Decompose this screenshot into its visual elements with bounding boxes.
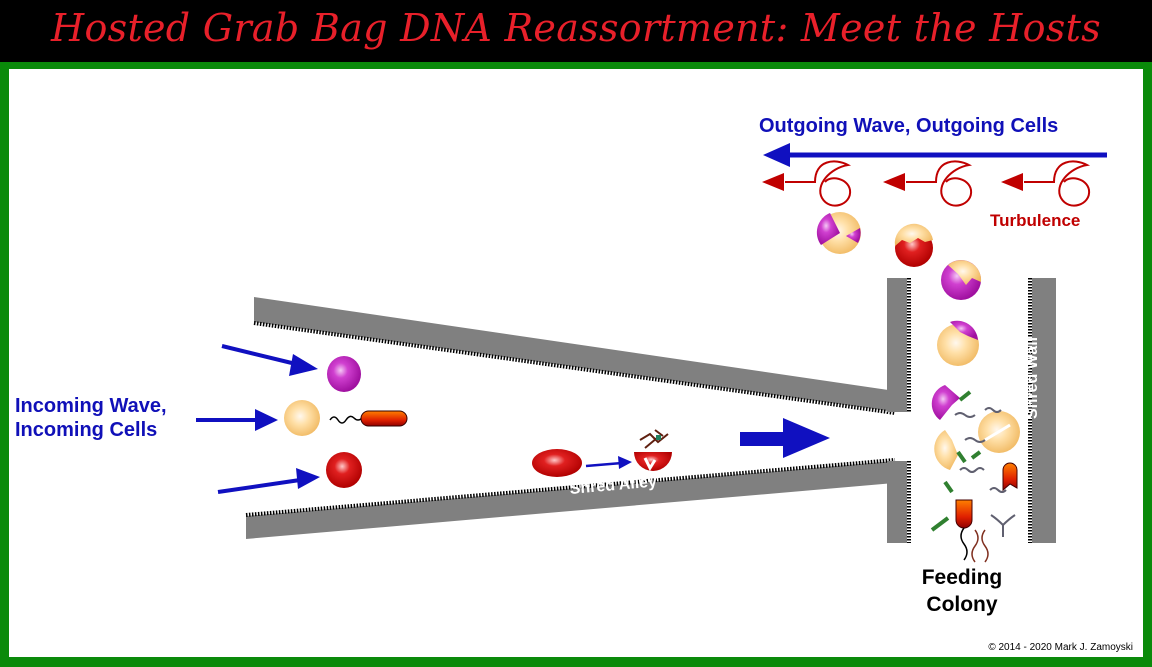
broken-red-cell xyxy=(634,429,672,472)
upper-funnel-wall xyxy=(253,297,896,415)
broken-magenta-cream-cell xyxy=(941,260,982,300)
turbulence-arrow xyxy=(762,160,852,207)
broken-cell xyxy=(937,320,979,366)
broken-cell xyxy=(931,385,960,420)
turbulence-label: Turbulence xyxy=(990,211,1081,230)
dna-strands xyxy=(954,407,1016,537)
colony-left-wall xyxy=(887,278,911,543)
outgoing-label: Outgoing Wave, Outgoing Cells xyxy=(759,115,1059,137)
red-oval-cell xyxy=(532,449,582,477)
red-cell xyxy=(326,452,362,488)
page-title: Hosted Grab Bag DNA Reassortment: Meet t… xyxy=(51,6,1101,50)
turbulence-arrow xyxy=(883,160,973,207)
turbulence-arrow xyxy=(1001,160,1091,207)
incoming-cells xyxy=(284,356,408,488)
broken-cell xyxy=(934,430,958,470)
feeding-colony-label: Feeding Colony xyxy=(907,564,1017,618)
title-bar: Hosted Grab Bag DNA Reassortment: Meet t… xyxy=(0,0,1152,62)
turbulence-arrows xyxy=(762,160,1091,207)
lower-funnel-wall xyxy=(245,458,896,539)
fragments xyxy=(930,390,982,532)
feeding-label-line2: Colony xyxy=(926,593,998,616)
rod-bacterium xyxy=(329,410,408,427)
incoming-label-line1: Incoming Wave, xyxy=(15,395,167,417)
cream-cell xyxy=(284,400,320,436)
flow-arrow xyxy=(740,418,830,458)
magenta-cell xyxy=(327,356,361,392)
broken-rod-bacterium xyxy=(955,462,1018,563)
incoming-label: Incoming Wave, Incoming Cells xyxy=(15,394,167,442)
incoming-arrows xyxy=(196,344,320,494)
outgoing-cells xyxy=(816,212,982,300)
shred-wall-label: Shred Wall xyxy=(1024,336,1041,419)
diagram-svg xyxy=(196,143,1107,563)
copyright: © 2014 - 2020 Mark J. Zamoyski xyxy=(988,642,1133,653)
outgoing-wave-arrow xyxy=(763,143,1107,167)
feeding-colony-debris xyxy=(930,320,1020,563)
feeding-label-line1: Feeding xyxy=(921,566,1003,589)
shred-wall xyxy=(1028,278,1056,543)
broken-cell xyxy=(978,411,1020,453)
diagram-canvas: Outgoing Wave, Outgoing Cells Turbulence… xyxy=(9,69,1143,657)
broken-red-cream-cell xyxy=(894,223,933,267)
broken-magenta-cream-cell xyxy=(816,212,861,254)
shred-alley-cells xyxy=(532,429,672,477)
incoming-label-line2: Incoming Cells xyxy=(15,419,158,441)
